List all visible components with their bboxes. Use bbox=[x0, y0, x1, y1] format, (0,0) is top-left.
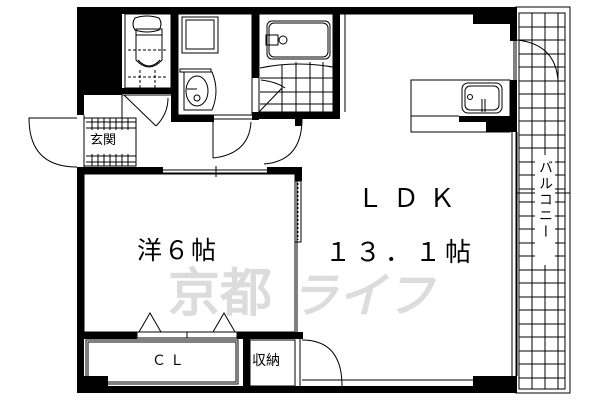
balcony-label: バルコニー bbox=[537, 160, 553, 240]
ldk-label: ＬＤＫ bbox=[357, 184, 466, 214]
closet-label: ＣＬ bbox=[152, 353, 188, 369]
storage-label: 収納 bbox=[252, 353, 280, 369]
watermark-kyoto: 京都 bbox=[168, 264, 273, 324]
entrance-label: 玄関 bbox=[90, 133, 117, 148]
western-room-label: 洋６帖 bbox=[137, 236, 219, 265]
ldk-size-label: １３．１帖 bbox=[325, 238, 476, 268]
watermark-life: ライフ bbox=[290, 268, 435, 324]
